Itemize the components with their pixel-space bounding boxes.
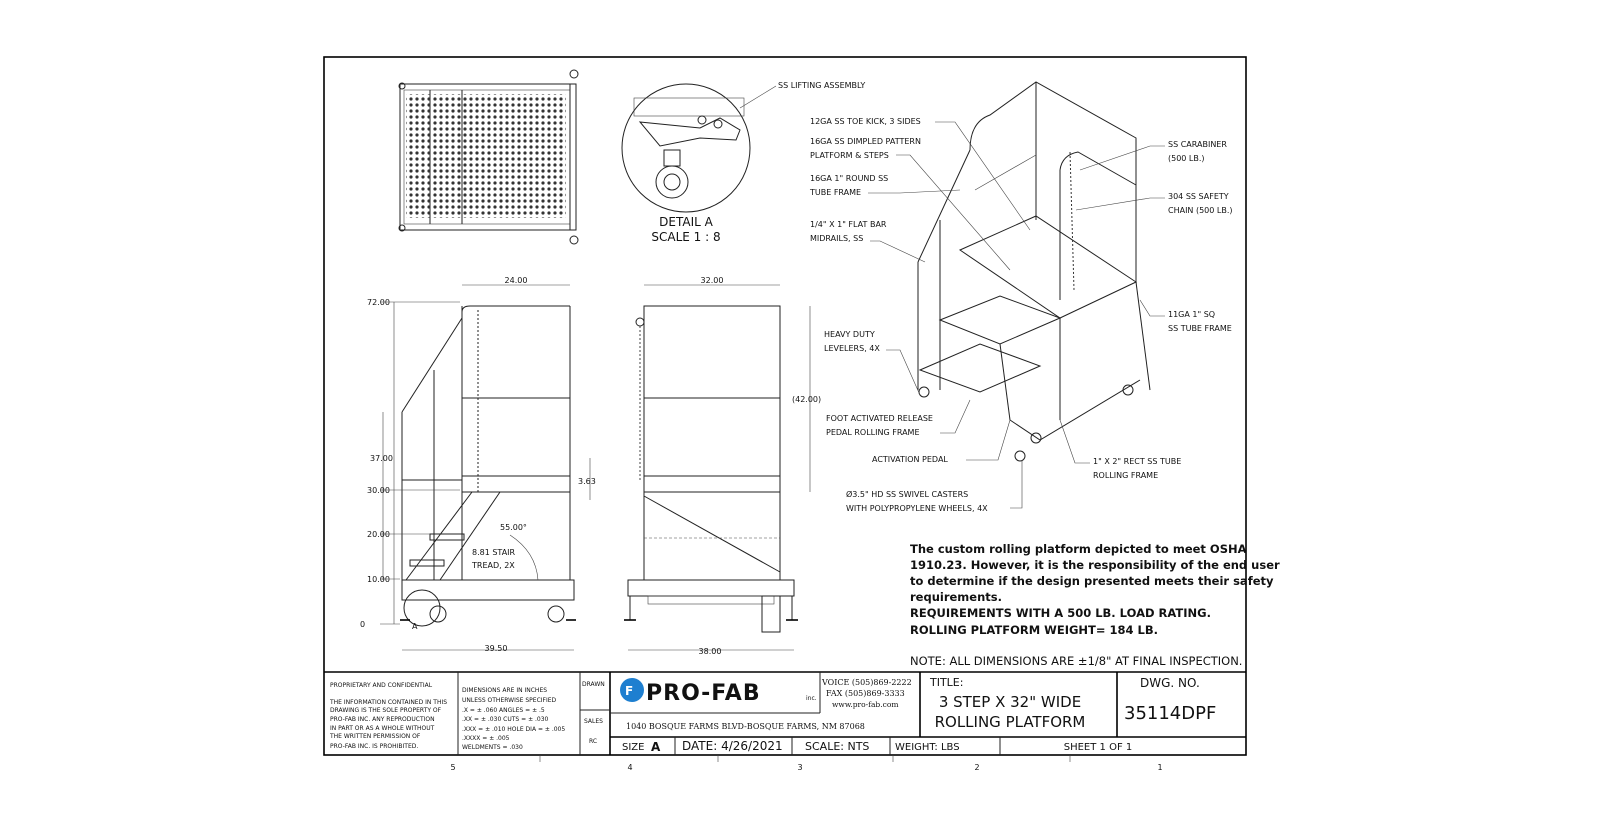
sales-label: SALES: [584, 718, 603, 725]
tolerance-line: .X = ± .060 ANGLES = ± .5: [462, 707, 545, 714]
callout-round-1: 16GA 1" ROUND SS: [810, 174, 888, 183]
dim-tread-2: TREAD, 2X: [471, 561, 515, 570]
callout-lifting: SS LIFTING ASSEMBLY: [778, 81, 865, 90]
proprietary-line: THE INFORMATION CONTAINED IN THIS: [329, 699, 447, 706]
dim-side-width: 24.00: [505, 276, 528, 285]
callout-round-2: TUBE FRAME: [809, 188, 861, 197]
title-label: TITLE:: [929, 676, 963, 689]
proprietary-line: IN PART OR AS A WHOLE WITHOUT: [330, 725, 435, 732]
callout-dimpled-1: 16GA SS DIMPLED PATTERN: [810, 137, 921, 146]
detail-a-view: DETAIL A SCALE 1 : 8 SS LIFTING ASSEMBLY: [621, 81, 865, 244]
address: 1040 BOSQUE FARMS BLVD-BOSQUE FARMS, NM …: [626, 722, 865, 731]
dim-tread-1: 8.81 STAIR: [472, 548, 516, 557]
dim-front-height: (42.00): [792, 395, 821, 404]
dim-30: 30.00: [367, 486, 390, 495]
callout-carabiner-1: SS CARABINER: [1168, 140, 1227, 149]
sheet: SHEET 1 OF 1: [1064, 742, 1133, 753]
zone-4: 4: [627, 763, 632, 772]
callouts: 12GA SS TOE KICK, 3 SIDES 16GA SS DIMPLE…: [809, 117, 1233, 513]
inspection-note: NOTE: ALL DIMENSIONS ARE ±1/8" AT FINAL …: [910, 654, 1242, 668]
callout-sq-2: SS TUBE FRAME: [1168, 324, 1232, 333]
pro-fab-logo: F PRO-FAB inc.: [620, 678, 817, 706]
detail-marker: A: [412, 622, 418, 631]
logo-inc: inc.: [806, 695, 817, 702]
zone-markers: 5 4 3 2 1: [450, 755, 1163, 772]
callout-casters-2: WITH POLYPROPYLENE WHEELS, 4X: [846, 504, 988, 513]
fax-phone: FAX (505)869-3333: [826, 689, 905, 698]
proprietary-line: DRAWING IS THE SOLE PROPERTY OF: [330, 707, 442, 714]
dim-37: 37.00: [370, 454, 393, 463]
callout-chain-2: CHAIN (500 LB.): [1168, 206, 1233, 215]
detail-scale: SCALE 1 : 8: [651, 230, 720, 244]
note-line: 1910.23. However, it is the responsibili…: [910, 558, 1280, 572]
dim-20: 20.00: [367, 530, 390, 539]
top-view: [398, 69, 579, 245]
date: DATE: 4/26/2021: [682, 739, 783, 753]
isometric-view: [917, 81, 1151, 462]
note-line: The custom rolling platform depicted to …: [910, 542, 1247, 556]
dim-front-base: 38.00: [699, 647, 722, 656]
website: www.pro-fab.com: [832, 700, 898, 709]
callout-casters-1: Ø3.5" HD SS SWIVEL CASTERS: [846, 489, 968, 499]
zone-3: 3: [797, 763, 802, 772]
callout-toe-kick: 12GA SS TOE KICK, 3 SIDES: [810, 117, 921, 126]
callout-pedal-2: PEDAL ROLLING FRAME: [826, 428, 920, 437]
callout-carabiner-2: (500 LB.): [1168, 154, 1205, 163]
tolerance-line: UNLESS OTHERWISE SPECIFIED: [462, 697, 557, 704]
callout-flatbar-2: MIDRAILS, SS: [810, 234, 863, 243]
callout-chain-1: 304 SS SAFETY: [1168, 192, 1229, 201]
callout-rect-1: 1" X 2" RECT SS TUBE: [1093, 457, 1181, 466]
drawing-title-2: ROLLING PLATFORM: [935, 713, 1086, 731]
dim-72: 72.00: [367, 298, 390, 307]
zone-5: 5: [450, 763, 455, 772]
dim-side-base: 39.50: [485, 644, 508, 653]
dim-toe: 3.63: [578, 477, 596, 486]
weight: WEIGHT: LBS: [895, 742, 960, 753]
proprietary-line: PRO-FAB INC. ANY REPRODUCTION: [330, 716, 435, 723]
dim-angle: 55.00°: [500, 523, 527, 532]
detail-label: DETAIL A: [659, 215, 713, 229]
tolerance-line: WELDMENTS = .030: [462, 744, 523, 751]
callout-activation: ACTIVATION PEDAL: [872, 455, 948, 464]
title-block: PROPRIETARY AND CONFIDENTIAL THE INFORMA…: [324, 671, 1246, 755]
callout-dimpled-2: PLATFORM & STEPS: [810, 151, 889, 160]
tolerance-line: DIMENSIONS ARE IN INCHES: [462, 687, 547, 694]
front-view: 32.00 (42.00) 38.00: [624, 276, 821, 656]
tolerance-line: .XX = ± .030 CUTS = ± .030: [462, 716, 549, 723]
note-line: to determine if the design presented mee…: [910, 574, 1274, 588]
note-line: requirements.: [910, 590, 1002, 604]
logo-text: PRO-FAB: [646, 681, 761, 706]
zone-1: 1: [1157, 763, 1162, 772]
sales-initials: RC: [589, 738, 597, 745]
dwg-no-label: DWG. NO.: [1140, 676, 1200, 690]
voice-phone: VOICE (505)869-2222: [821, 678, 912, 687]
zone-2: 2: [974, 763, 979, 772]
drawn-label: DRAWN: [582, 681, 605, 688]
dim-0: 0: [360, 620, 365, 629]
note-line: ROLLING PLATFORM WEIGHT= 184 LB.: [910, 623, 1158, 637]
proprietary-line: PRO-FAB INC. IS PROHIBITED.: [330, 743, 418, 750]
tolerance-line: .XXX = ± .010 HOLE DIA = ± .005: [462, 726, 565, 733]
callout-levelers-2: LEVELERS, 4X: [824, 344, 880, 353]
note-line: REQUIREMENTS WITH A 500 LB. LOAD RATING.: [910, 606, 1211, 620]
proprietary-head: PROPRIETARY AND CONFIDENTIAL: [330, 682, 433, 689]
callout-levelers-1: HEAVY DUTY: [824, 330, 875, 339]
callout-flatbar-1: 1/4" X 1" FLAT BAR: [810, 220, 887, 229]
size-label: SIZE: [622, 742, 644, 753]
dwg-no: 35114DPF: [1124, 703, 1216, 724]
callout-pedal-1: FOOT ACTIVATED RELEASE: [826, 414, 933, 423]
sheet-border: [323, 56, 1247, 756]
callout-sq-1: 11GA 1" SQ: [1168, 310, 1215, 319]
svg-text:F: F: [625, 684, 633, 698]
side-view: 24.00 72.00 37.00 30.00 20.00 10.00 0 3.…: [360, 276, 596, 653]
proprietary-line: THE WRITTEN PERMISSION OF: [329, 733, 421, 740]
tolerance-line: .XXXX = ± .005: [462, 735, 510, 742]
scale: SCALE: NTS: [805, 740, 869, 753]
drawing-title-1: 3 STEP X 32" WIDE: [939, 693, 1081, 711]
callout-rect-2: ROLLING FRAME: [1093, 471, 1158, 480]
dim-10: 10.00: [367, 575, 390, 584]
size-value: A: [651, 740, 661, 754]
dim-front-width: 32.00: [701, 276, 724, 285]
general-notes: The custom rolling platform depicted to …: [910, 542, 1280, 668]
